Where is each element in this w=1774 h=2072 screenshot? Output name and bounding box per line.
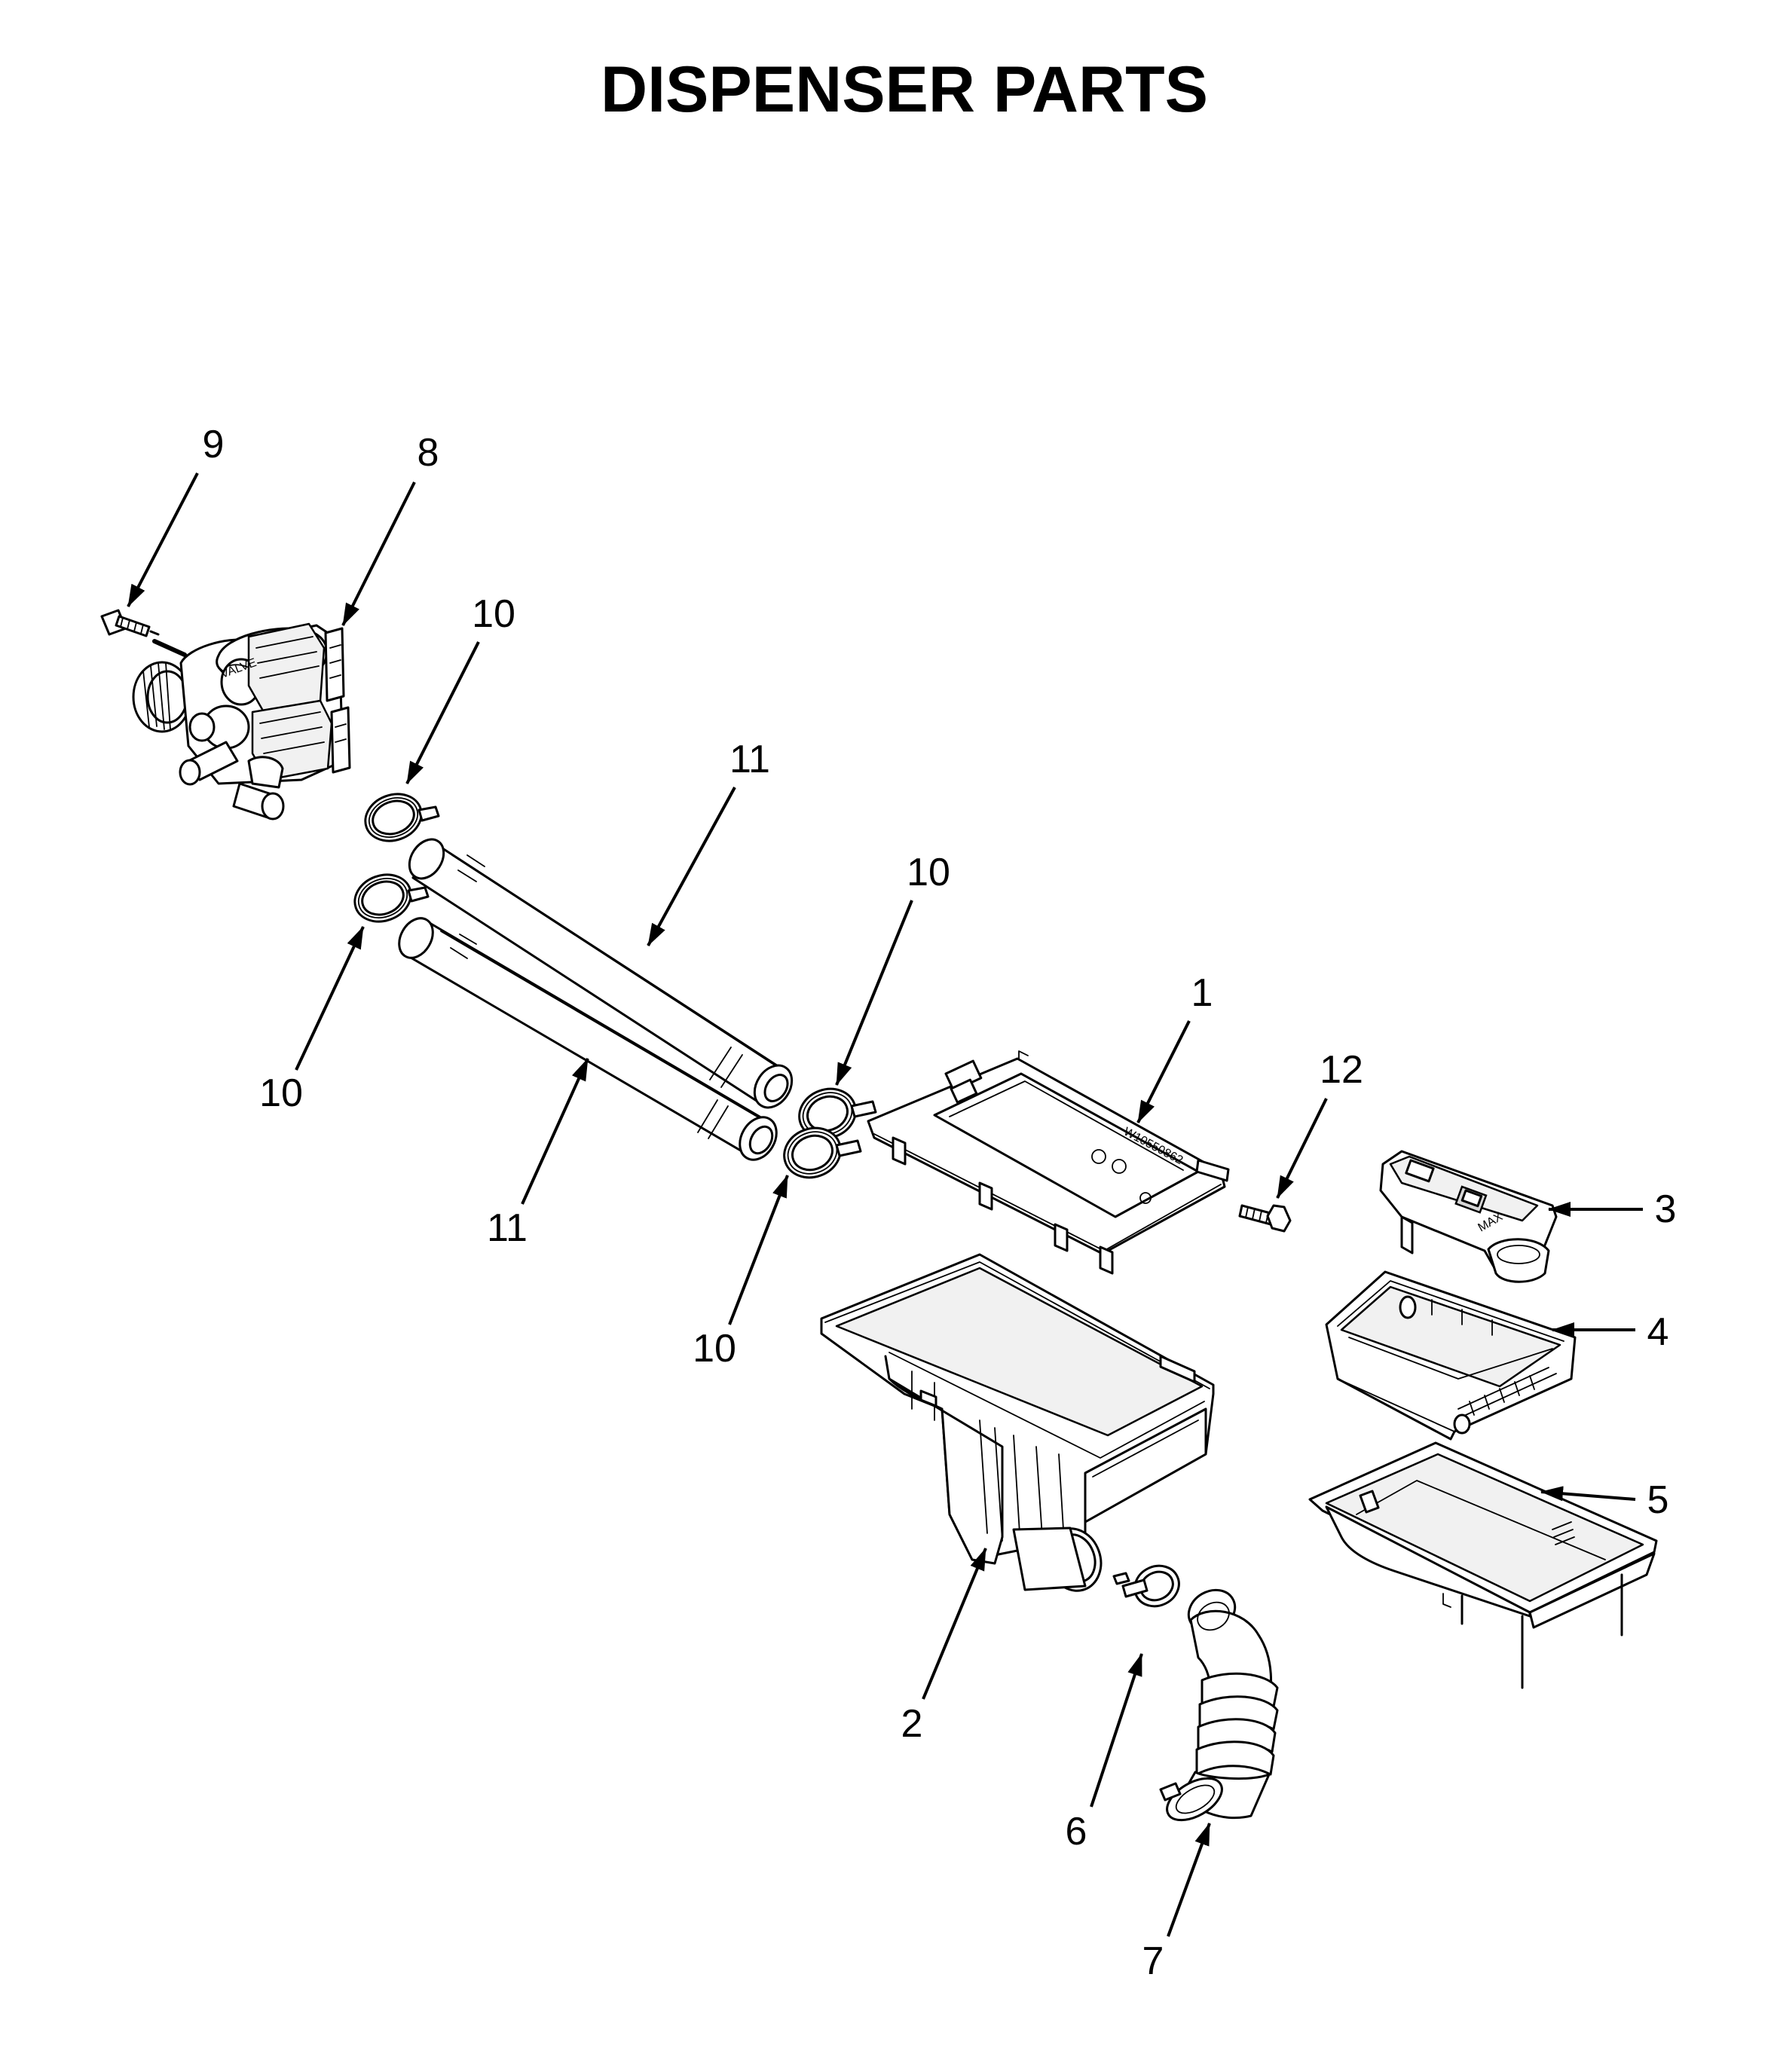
leader-10-bottom-left [295,926,365,1071]
part-4-softener-tray [1325,1270,1577,1441]
part-12-screw [1238,1204,1292,1233]
callout-12: 12 [1320,1048,1363,1092]
callout-10-bottom-left: 10 [259,1071,303,1115]
part-3-dispenser-insert: MAX [1379,1150,1558,1283]
callout-10-bottom-right: 10 [693,1327,736,1371]
part-10-clamp-top-left [364,793,440,842]
callout-2: 2 [901,1702,923,1746]
callout-1: 1 [1191,971,1213,1015]
callout-10-top-left: 10 [472,592,515,636]
leader-5 [1540,1486,1636,1502]
part-8-water-valve: VALVE [132,622,351,821]
leader-12 [1276,1098,1328,1199]
callout-11-lower: 11 [487,1206,528,1250]
leader-10-bottom-right [728,1175,789,1325]
leader-7 [1167,1823,1211,1937]
part-7-drain-hose [1159,1588,1279,1822]
leader-11-lower [521,1058,589,1205]
callout-7: 7 [1142,1939,1164,1983]
part-6-clamp [1112,1564,1180,1608]
part-10-clamp-bottom-right [783,1126,862,1179]
callout-3: 3 [1655,1187,1677,1231]
leader-10-top-left [405,641,480,784]
leader-8 [341,481,416,626]
part-11-hose-upper [408,838,794,1109]
callout-6: 6 [1066,1810,1087,1853]
callout-8: 8 [418,431,439,475]
callout-11-upper: 11 [729,738,770,781]
leader-1 [1136,1020,1191,1123]
leader-9 [127,472,199,607]
part-5-dispenser-tray [1308,1441,1658,1689]
leader-10-top-right [835,900,913,1086]
part-2-dispenser-housing [820,1253,1215,1592]
leader-6 [1090,1653,1143,1808]
callout-4: 4 [1647,1310,1669,1354]
part-10-clamp-bottom-left [353,873,430,923]
part-11-hose-lower [398,917,778,1161]
callout-9: 9 [203,423,225,466]
leader-11-upper [647,787,736,946]
part-9-screw [100,609,187,657]
page-title: DISPENSER PARTS [601,53,1208,126]
callout-5: 5 [1647,1478,1669,1522]
part-1-dispenser-cover: W10550862 [867,1050,1230,1275]
callout-10-top-right: 10 [907,851,950,894]
leader-2 [922,1548,987,1700]
leader-lines [127,472,1643,1937]
